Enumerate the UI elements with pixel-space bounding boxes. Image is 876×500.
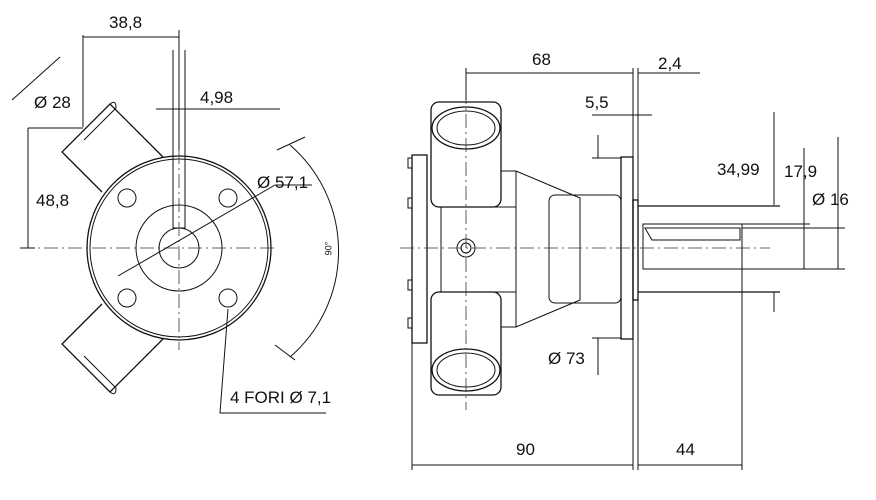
dim-5-5-label: 5,5 [585,93,609,112]
dim-44-label: 44 [676,440,695,459]
dim-angle-label: 90° [323,241,334,256]
bolt-hole [218,288,238,308]
dim-shaft-diameter-label: Ø 16 [812,190,849,209]
upper-port [61,103,164,193]
dim-offset-label: 38,8 [109,13,143,32]
dim-height-label: 48,8 [36,191,70,210]
dim-34-99-label: 34,99 [717,160,760,179]
holes-note-label: 4 FORI Ø 7,1 [230,388,332,407]
dim-17-9-label: 17,9 [784,162,818,181]
dim-2-4-label: 2,4 [658,54,682,73]
side-view [400,68,845,470]
shaft [638,205,780,293]
end-cover [411,154,428,344]
dim-68-label: 68 [532,50,551,69]
lower-port [61,303,164,393]
dim-bolt-circle-label: Ø 57,1 [257,173,309,192]
dim-90-label: 90 [516,440,535,459]
dim-port-diameter-label: Ø 28 [34,93,71,112]
front-view [11,30,339,414]
bolt-hole [117,188,137,208]
bolt-hole [218,188,238,208]
dim-slot-label: 4,98 [200,88,234,107]
bolt-hole [117,288,137,308]
dim-flange-diameter-label: Ø 73 [548,349,585,368]
